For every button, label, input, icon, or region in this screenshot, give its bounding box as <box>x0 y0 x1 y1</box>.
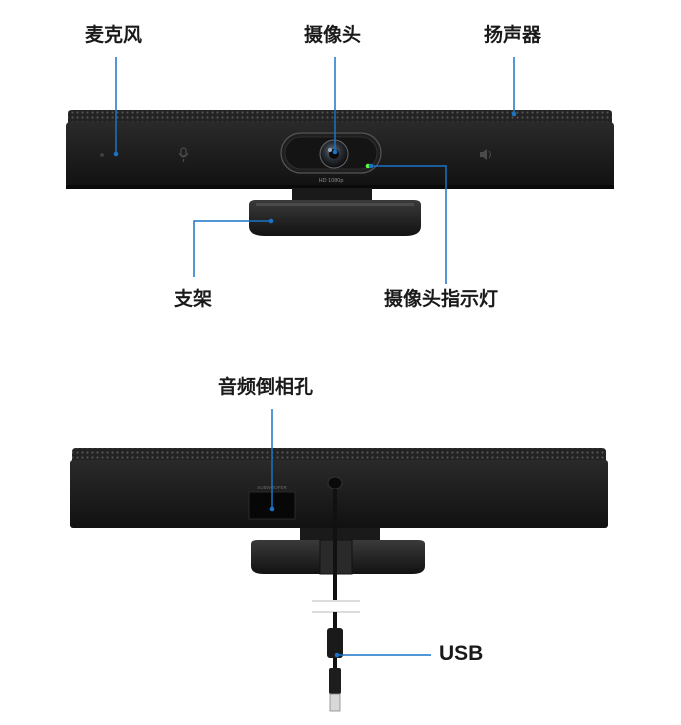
camera-badge-text: HD 1080p <box>319 178 344 184</box>
label-camera: 摄像头 <box>304 24 362 46</box>
mic-hole <box>100 153 104 157</box>
stand <box>249 200 421 236</box>
usb-plug-metal <box>329 693 341 712</box>
label-stand: 支架 <box>174 288 213 310</box>
front-view: HD 1080p <box>66 110 614 236</box>
leader-endpoints <box>113 111 517 658</box>
volume-icon <box>480 149 491 160</box>
cable-ferrite <box>327 628 343 658</box>
cable-grommet <box>327 476 343 490</box>
soundbar-back-body <box>70 460 608 528</box>
top-speaker-mesh <box>68 110 612 124</box>
back-view: SUBWOOFER <box>70 448 608 712</box>
usb-plug-body <box>329 668 341 694</box>
label-speaker: 扬声器 <box>484 24 542 46</box>
label-microphone: 麦克风 <box>85 24 143 46</box>
microphone-icon <box>178 147 189 162</box>
label-camera-indicator: 摄像头指示灯 <box>384 288 499 310</box>
leader-stand <box>193 220 271 277</box>
back-speaker-mesh <box>72 448 606 462</box>
label-usb: USB <box>439 642 484 665</box>
leader-lines <box>115 57 515 656</box>
leader-camera-indicator <box>371 165 447 284</box>
label-audio-jack: 音频倒相孔 <box>218 376 314 398</box>
